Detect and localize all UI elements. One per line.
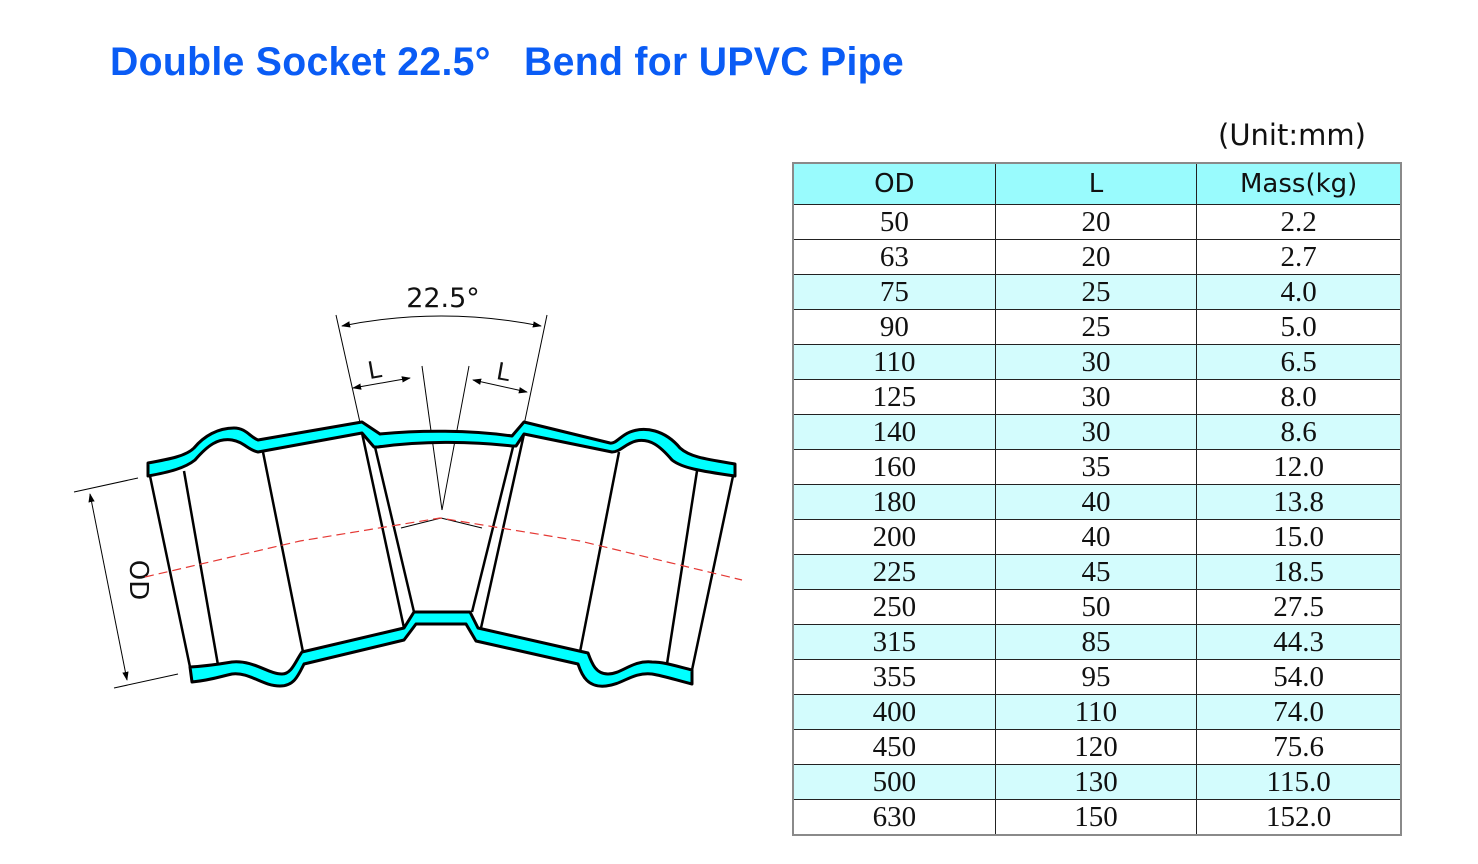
- cell-mass: 54.0: [1196, 659, 1402, 695]
- cell-od: 180: [792, 484, 996, 520]
- cell-mass: 27.5: [1196, 589, 1402, 625]
- cell-mass: 115.0: [1196, 764, 1402, 800]
- centerline: [144, 517, 743, 581]
- pipe-wall-bottom: [188, 610, 694, 688]
- cell-od: 140: [792, 414, 996, 450]
- cell-od: 200: [792, 519, 996, 555]
- cell-l: 40: [994, 519, 1198, 555]
- cell-l: 110: [994, 694, 1198, 730]
- cell-od: 355: [792, 659, 996, 695]
- header-l: L: [994, 162, 1198, 205]
- cell-mass: 18.5: [1196, 554, 1402, 590]
- cell-mass: 4.0: [1196, 274, 1402, 310]
- cell-mass: 6.5: [1196, 344, 1402, 380]
- cell-mass: 15.0: [1196, 519, 1402, 555]
- cell-od: 160: [792, 449, 996, 485]
- cell-l: 150: [994, 799, 1198, 836]
- cell-od: 75: [792, 274, 996, 310]
- cell-l: 30: [994, 414, 1198, 450]
- cell-mass: 152.0: [1196, 799, 1402, 836]
- cell-od: 225: [792, 554, 996, 590]
- cell-l: 20: [994, 204, 1198, 240]
- bend-diagram: 22.5° L L OD: [73, 283, 743, 689]
- cell-l: 35: [994, 449, 1198, 485]
- cell-l: 85: [994, 624, 1198, 660]
- cell-od: 63: [792, 239, 996, 275]
- header-od: OD: [792, 162, 996, 205]
- angle-dimension: [73, 314, 548, 689]
- cell-od: 450: [792, 729, 996, 765]
- cell-od: 50: [792, 204, 996, 240]
- cell-l: 30: [994, 344, 1198, 380]
- cell-mass: 8.0: [1196, 379, 1402, 415]
- cell-mass: 12.0: [1196, 449, 1402, 485]
- cell-mass: 44.3: [1196, 624, 1402, 660]
- cell-od: 110: [792, 344, 996, 380]
- cell-mass: 2.7: [1196, 239, 1402, 275]
- cell-l: 30: [994, 379, 1198, 415]
- cell-l: 120: [994, 729, 1198, 765]
- cell-l: 25: [994, 309, 1198, 345]
- page-title: Double Socket 22.5° Bend for UPVC Pipe: [110, 40, 904, 85]
- cell-od: 315: [792, 624, 996, 660]
- pipe-body-lines: [148, 432, 735, 671]
- cell-l: 130: [994, 764, 1198, 800]
- cell-mass: 5.0: [1196, 309, 1402, 345]
- unit-note: (Unit:mm): [1218, 118, 1366, 152]
- cell-l: 50: [994, 589, 1198, 625]
- cell-mass: 8.6: [1196, 414, 1402, 450]
- cell-od: 500: [792, 764, 996, 800]
- cell-od: 125: [792, 379, 996, 415]
- diameter-label: OD: [123, 560, 153, 601]
- cell-od: 250: [792, 589, 996, 625]
- table-header-row: OD L Mass(kg): [792, 162, 1402, 205]
- pipe-wall-top: [146, 420, 737, 478]
- cell-mass: 74.0: [1196, 694, 1402, 730]
- cell-mass: 13.8: [1196, 484, 1402, 520]
- cell-l: 20: [994, 239, 1198, 275]
- cell-mass: 2.2: [1196, 204, 1402, 240]
- header-mass: Mass(kg): [1196, 162, 1402, 205]
- angle-label: 22.5°: [406, 283, 480, 314]
- cell-l: 45: [994, 554, 1198, 590]
- cell-l: 40: [994, 484, 1198, 520]
- cell-od: 90: [792, 309, 996, 345]
- cell-l: 25: [994, 274, 1198, 310]
- title-part-1: Double Socket 22.5°: [110, 40, 491, 84]
- cell-mass: 75.6: [1196, 729, 1402, 765]
- cell-od: 630: [792, 799, 996, 836]
- cell-od: 400: [792, 694, 996, 730]
- length-label-right: L: [494, 357, 513, 387]
- cell-l: 95: [994, 659, 1198, 695]
- length-label-left: L: [366, 355, 385, 385]
- title-part-2: Bend for UPVC Pipe: [524, 40, 904, 84]
